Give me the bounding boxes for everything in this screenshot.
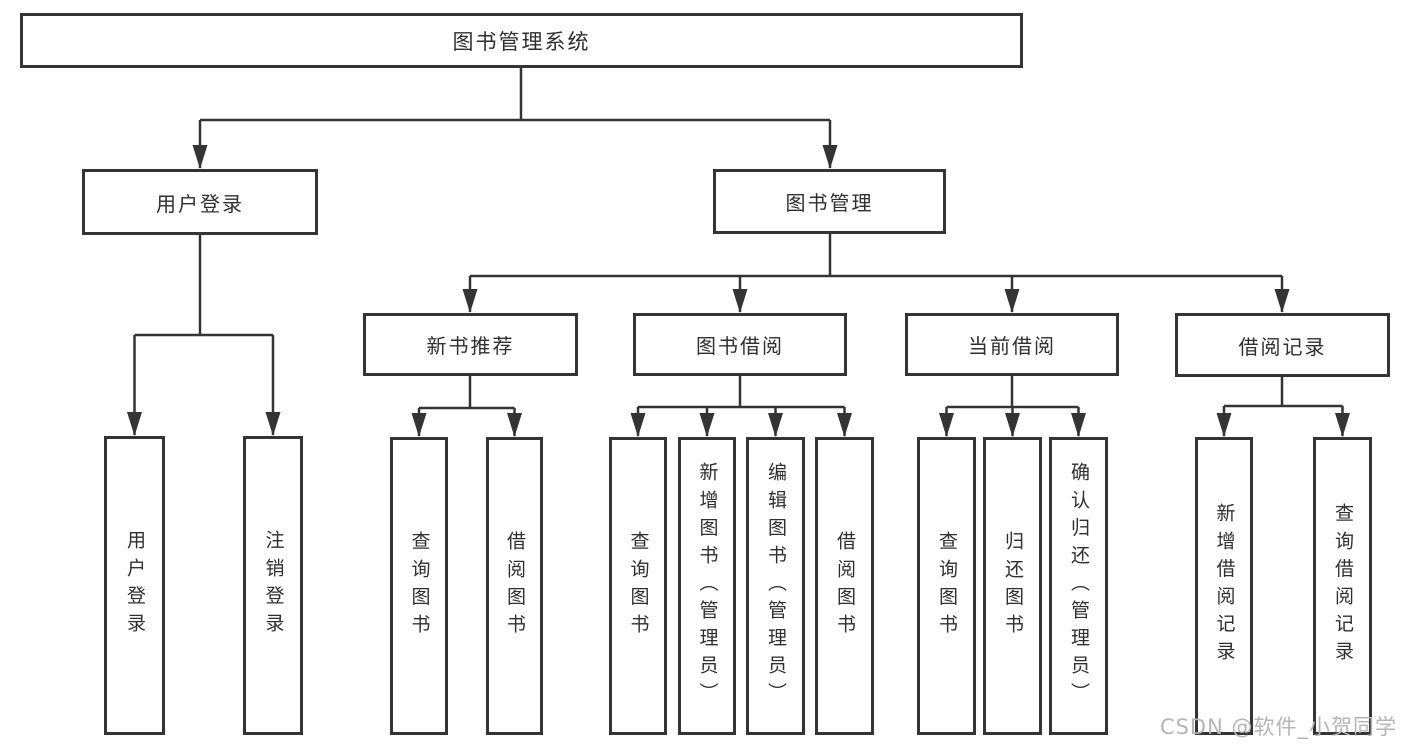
node-borrowing-records: 借阅记录 [1175, 313, 1390, 377]
leaf-confirm-return-admin: 确认归还（管理员） [1049, 437, 1108, 735]
leaf-logout-login: 注销登录 [243, 436, 303, 735]
node-new-book-recommend: 新书推荐 [363, 313, 578, 376]
node-library-system: 图书管理系统 [20, 13, 1023, 68]
leaf-borrow-books-borrow: 借阅图书 [815, 437, 874, 735]
leaf-query-books-recommend: 查询图书 [390, 437, 448, 735]
node-book-management: 图书管理 [713, 169, 946, 234]
node-book-borrowing: 图书借阅 [633, 313, 847, 376]
leaf-query-books-current: 查询图书 [917, 437, 976, 735]
csdn-watermark: CSDN @软件_小贺同学 [1159, 715, 1397, 739]
leaf-query-books-borrow: 查询图书 [609, 437, 667, 735]
connector-arrows [127, 120, 1350, 437]
leaf-borrow-books-recommend: 借阅图书 [486, 437, 543, 735]
leaf-add-book-admin: 新增图书（管理员） [678, 437, 736, 735]
node-current-borrowing: 当前借阅 [905, 313, 1119, 376]
node-user-login: 用户登录 [82, 169, 318, 235]
leaf-query-borrow-record: 查询借阅记录 [1313, 437, 1372, 735]
leaf-edit-book-admin: 编辑图书（管理员） [746, 437, 805, 735]
connector-trunks [134, 68, 1343, 410]
leaf-user-login: 用户登录 [104, 436, 165, 735]
leaf-return-books: 归还图书 [983, 437, 1042, 735]
leaf-add-borrow-record: 新增借阅记录 [1195, 437, 1253, 735]
